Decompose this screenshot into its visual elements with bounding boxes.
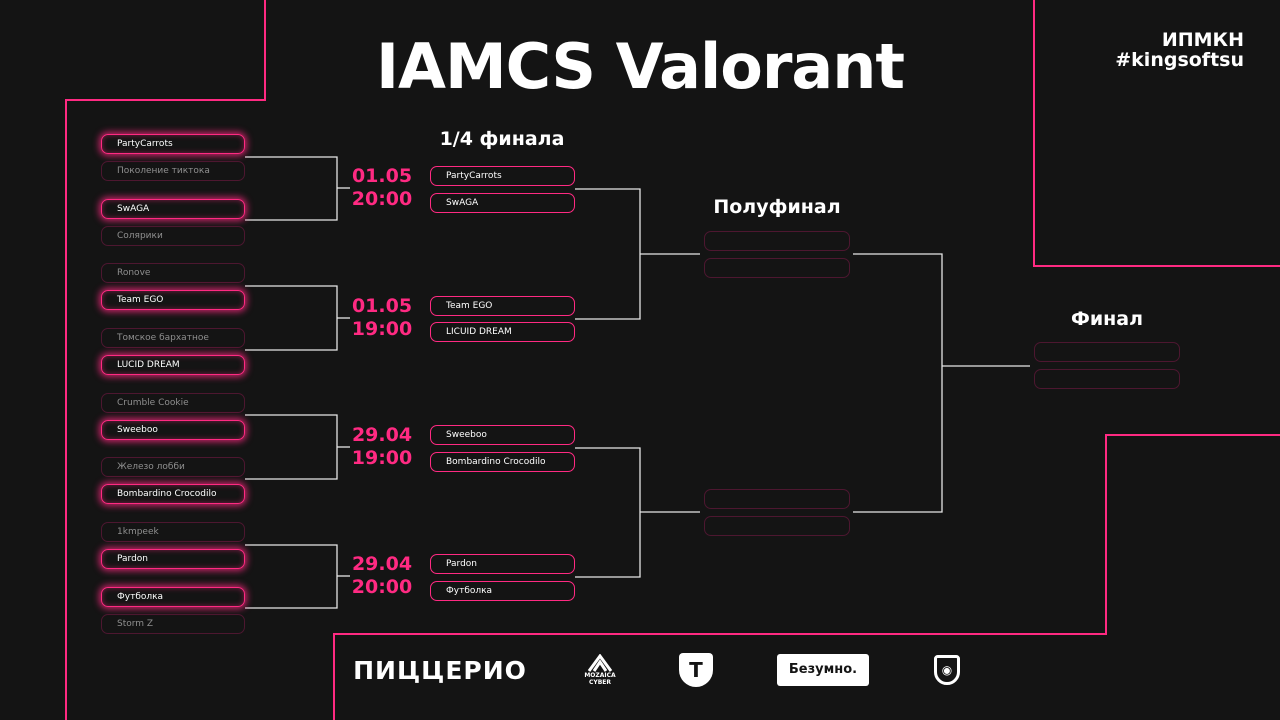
round1-team-slot: Sweeboo [101, 420, 245, 440]
semifinal-slot [704, 258, 850, 278]
round1-team-slot: Железо лобби [101, 457, 245, 477]
sponsor-bezumno-logo: Безумно. [776, 650, 870, 690]
bracket-connectors [245, 156, 1030, 609]
round1-team-slot: Pardon [101, 549, 245, 569]
frame-outline [65, 0, 1280, 720]
sponsor-pizzerio-logo: ПИЦЦЕРИО [353, 655, 527, 685]
quarterfinal-team-slot: Футболка [430, 581, 575, 601]
connector-line [575, 447, 641, 578]
quarterfinal-team-slot: Sweeboo [430, 425, 575, 445]
page-title: IAMCS Valorant [375, 30, 905, 103]
org-hashtag: #kingsoftsu [1115, 49, 1244, 71]
round1-team-slot: SwAGA [101, 199, 245, 219]
connector-line [245, 156, 338, 221]
stage-quarterfinal-label: 1/4 финала [439, 128, 565, 150]
round1-team-slot: PartyCarrots [101, 134, 245, 154]
stage-final-label: Финал [1070, 308, 1144, 330]
round1-team-slot: Bombardino Crocodilo [101, 484, 245, 504]
stage-semifinal-label: Полуфинал [713, 196, 841, 218]
round1-team-slot: Crumble Cookie [101, 393, 245, 413]
match-time: 19:00 [351, 447, 413, 469]
connector-line [853, 253, 943, 513]
round1-team-slot: 1kmpeek [101, 522, 245, 542]
round1-team-slot: Team EGO [101, 290, 245, 310]
round1-team-slot: Поколение тиктока [101, 161, 245, 181]
semifinal-slot [704, 231, 850, 251]
final-slot [1034, 369, 1180, 389]
sponsor-tbank-logo: Т [678, 650, 714, 690]
round1-team-slot: Ronove [101, 263, 245, 283]
quarterfinal-team-slot: Team EGO [430, 296, 575, 316]
connector-line [575, 188, 641, 320]
match-date: 29.04 [351, 424, 413, 446]
match-date: 29.04 [351, 553, 413, 575]
round1-team-slot: Storm Z [101, 614, 245, 634]
round1-team-slot: Томское бархатное [101, 328, 245, 348]
bezumno-text: Безумно. [776, 654, 870, 686]
sponsor-mozaica-logo: MOZAICA CYBER [580, 650, 620, 690]
round1-team-slot: Солярики [101, 226, 245, 246]
final-slot [1034, 342, 1180, 362]
mozaica-subtext: CYBER [588, 679, 612, 686]
connector-line [245, 285, 338, 351]
quarterfinal-team-slot: Bombardino Crocodilo [430, 452, 575, 472]
quarterfinal-team-slot: PartyCarrots [430, 166, 575, 186]
round1-team-slot: LUCID DREAM [101, 355, 245, 375]
match-date: 01.05 [351, 295, 413, 317]
semifinal-slot [704, 516, 850, 536]
match-time: 20:00 [351, 188, 413, 210]
round1-team-slot: Футболка [101, 587, 245, 607]
tbank-shield-icon: Т [679, 653, 713, 687]
connector-line [245, 414, 338, 480]
org-brand: ИПМКН #kingsoftsu [1115, 30, 1244, 70]
mozaica-mark-icon [587, 654, 613, 672]
match-time: 19:00 [351, 318, 413, 340]
university-emblem-icon: ◉ [934, 655, 960, 685]
match-date: 01.05 [351, 165, 413, 187]
quarterfinal-team-slot: LICUID DREAM [430, 322, 575, 342]
quarterfinal-team-slot: SwAGA [430, 193, 575, 213]
sponsor-university-emblem: ◉ [930, 650, 964, 690]
org-name: ИПМКН [1161, 29, 1244, 51]
connector-line [245, 544, 338, 609]
semifinal-slot [704, 489, 850, 509]
mozaica-text: MOZAICA [584, 672, 616, 679]
quarterfinal-team-slot: Pardon [430, 554, 575, 574]
match-time: 20:00 [351, 576, 413, 598]
